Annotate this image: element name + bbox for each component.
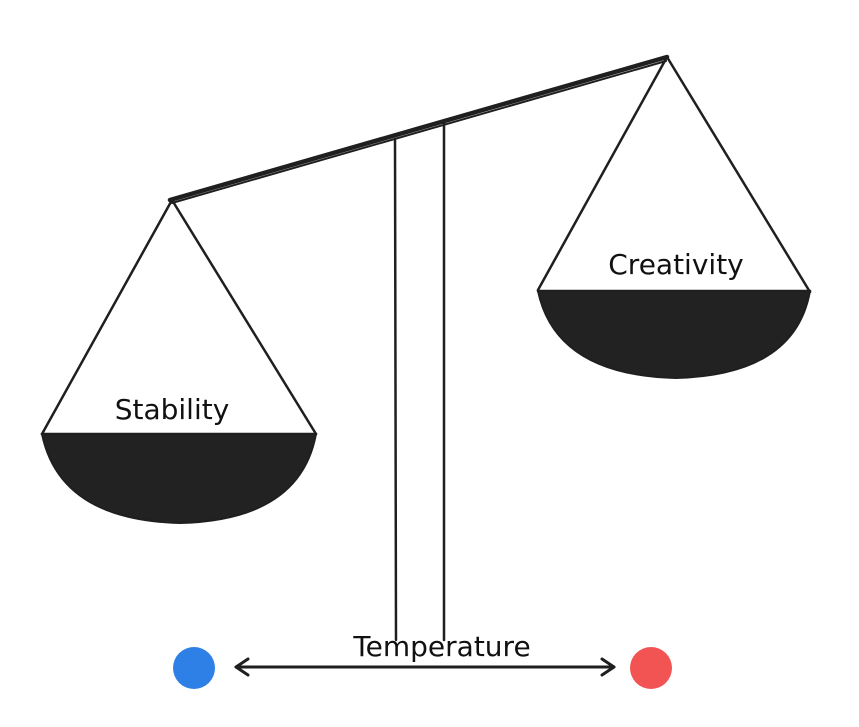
scale-stand [393, 121, 446, 642]
temperature-label: Temperature [352, 630, 530, 663]
right-pan-string-left [536, 55, 669, 292]
right-pan-label: Creativity [608, 248, 744, 281]
scale-beam [167, 54, 670, 204]
left-pan: Stability [40, 198, 318, 525]
right-pan-string-right [665, 55, 812, 294]
low-temperature-dot [173, 647, 215, 689]
temperature-arrow-head-left [234, 657, 250, 677]
left-pan-bowl [40, 433, 318, 525]
left-pan-string-left [40, 198, 174, 436]
high-temperature-dot [630, 647, 672, 689]
temperature-axis: Temperature [173, 630, 672, 689]
left-pan-label: Stability [115, 393, 230, 426]
right-pan: Creativity [536, 55, 812, 380]
left-pan-string-right [170, 198, 318, 436]
right-pan-bowl [536, 290, 812, 380]
temperature-arrow-head-right [600, 657, 616, 677]
stand-post-left [393, 137, 398, 642]
